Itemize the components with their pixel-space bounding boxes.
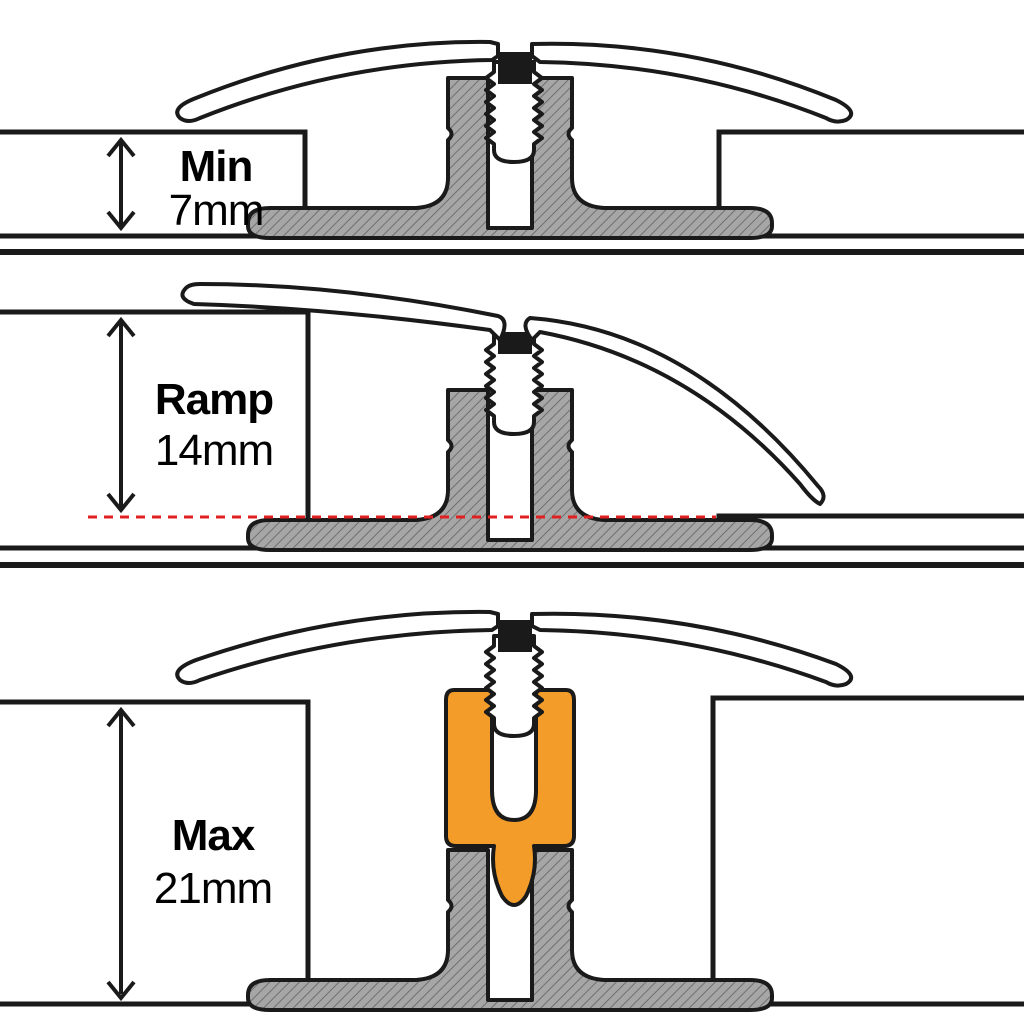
screw-head-ramp xyxy=(498,336,532,354)
floor-left-max xyxy=(0,699,311,1007)
cover-profile-max xyxy=(175,609,854,688)
label-max: Max xyxy=(172,811,256,860)
label-min: Min xyxy=(180,142,253,191)
cover-profile-min xyxy=(175,39,854,124)
floor-left-min xyxy=(0,129,308,239)
screw-head-min xyxy=(498,52,532,84)
label-ramp: Ramp xyxy=(155,375,273,424)
value-ramp: 14mm xyxy=(155,426,273,475)
dimension-arrow-max xyxy=(106,706,136,1002)
panel-ramp: Ramp 14mm xyxy=(0,282,1024,568)
floor-right-max xyxy=(710,695,1024,1007)
cover-profile-ramp xyxy=(180,282,826,506)
dimension-arrow-min xyxy=(106,136,136,232)
value-min: 7mm xyxy=(169,186,264,235)
floor-left-ramp xyxy=(0,309,311,551)
height-adapter xyxy=(444,688,576,907)
value-max: 21mm xyxy=(154,864,272,913)
dimension-arrow-ramp xyxy=(106,316,136,514)
panel-max: Max 21mm xyxy=(0,609,1024,1012)
panel-min: Min 7mm xyxy=(0,39,1024,255)
screw-head-max xyxy=(498,620,532,652)
